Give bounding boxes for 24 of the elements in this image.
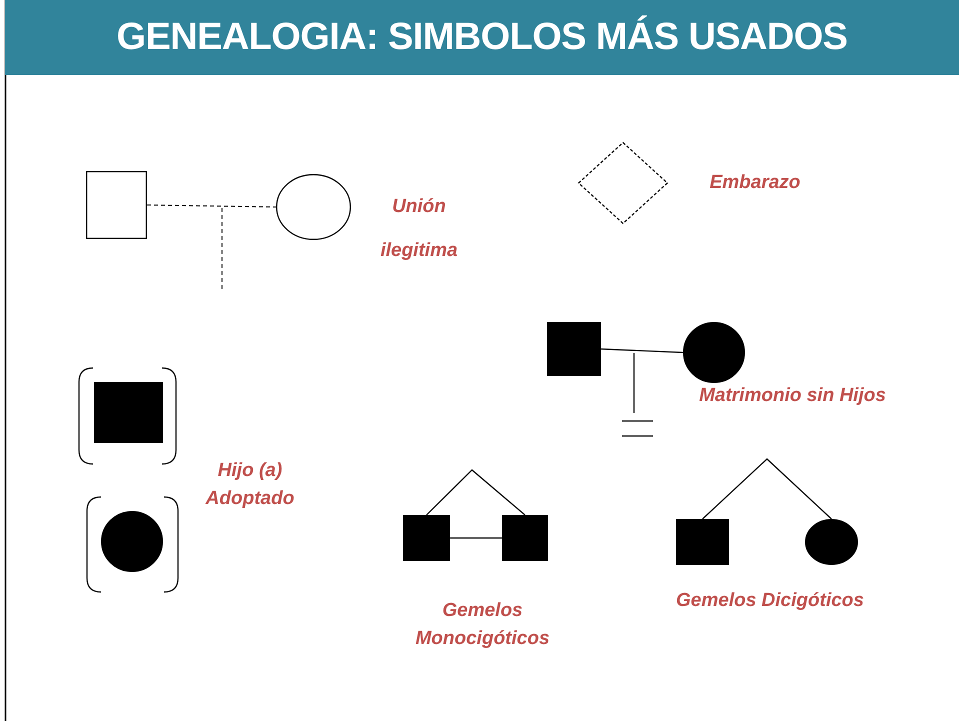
- title-banner: GENEALOGIA: SIMBOLOS MÁS USADOS: [5, 0, 959, 75]
- symbol-label: Hijo (a) Adoptado: [204, 459, 296, 511]
- symbol-label: Matrimonio sin Hijos: [698, 384, 887, 408]
- symbol-label: Gemelos Monocigóticos: [414, 599, 551, 651]
- male-symbol: [547, 322, 601, 376]
- symbol-label: Gemelos Dicigóticos: [675, 589, 865, 613]
- female-symbol: [276, 174, 351, 240]
- male-symbol: [502, 515, 548, 561]
- symbol-label: Embarazo: [708, 171, 802, 195]
- male-symbol: [94, 382, 163, 443]
- connector-line: [600, 348, 684, 354]
- female-symbol: [805, 519, 858, 565]
- symbol-label: Unión: [391, 195, 447, 219]
- connector-line: [450, 537, 502, 539]
- symbol-label: ilegitima: [379, 239, 459, 263]
- male-symbol: [676, 519, 729, 565]
- connector-line: [146, 204, 276, 208]
- pregnancy-symbol: [578, 142, 668, 224]
- female-symbol: [101, 511, 163, 572]
- connector-line: [426, 469, 526, 516]
- male-symbol: [86, 171, 147, 239]
- male-symbol: [403, 515, 450, 561]
- connector-line: [702, 458, 832, 520]
- female-symbol: [683, 322, 745, 383]
